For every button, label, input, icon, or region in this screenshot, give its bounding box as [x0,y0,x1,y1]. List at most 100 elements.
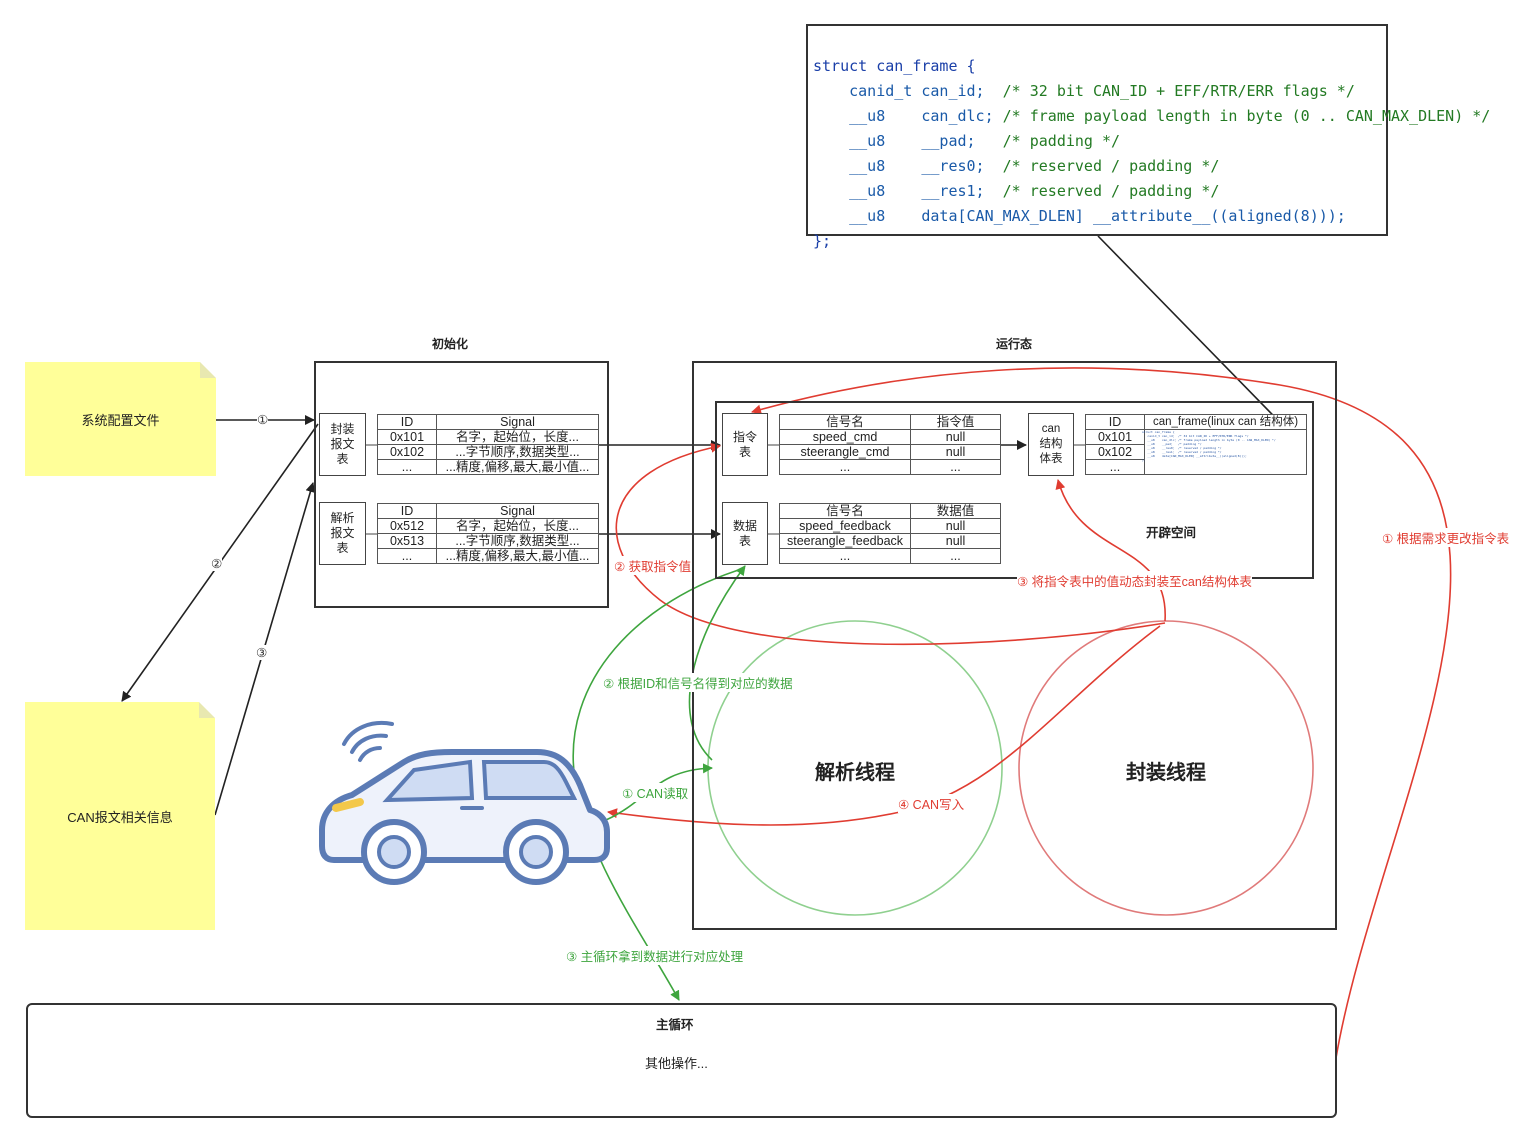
config-file-label: 系统配置文件 [81,412,160,428]
data-r2-name: ... [779,548,911,564]
green-step-1-label: ① CAN读取 [622,783,689,802]
connector [768,444,780,446]
cmd-r0-val: null [910,429,1001,445]
config-file-note[interactable]: 系统配置文件 [25,362,216,476]
red-arrow-main-to-cmd [751,367,1452,1059]
code-text: struct can_frame { canid_t can_id; /* 32… [813,29,1490,254]
red-step-4-label: ④ CAN写入 [898,794,965,813]
main-loop-body: 其他操作... [645,1056,708,1071]
parse-thread-label: 解析线程 [815,762,895,784]
cmd-h-val: 指令值 [910,414,1001,430]
red-step-2-label: ② 获取指令值 [614,556,692,575]
pack-h-id: ID [377,414,437,430]
note-fold [200,362,216,378]
data-table-label[interactable]: 数据表 [722,502,768,565]
pack-r0-sig: 名字，起始位，长度... [436,429,599,445]
can-info-note[interactable]: CAN报文相关信息 [25,702,215,930]
pack-h-signal: Signal [436,414,599,430]
code-comment-4: /* reserved / padding */ [1002,157,1220,175]
red-arrow-get-cmd [615,442,1166,646]
frame-h-id: ID [1085,414,1145,430]
pack-r1-sig: ...字节顺序,数据类型... [436,444,599,460]
pack-thread-label: 封装线程 [1126,762,1206,784]
code-line-4: __u8 __res0; [813,157,1003,175]
data-h-val: 数据值 [910,503,1001,519]
code-comment-5: /* reserved / padding */ [1002,182,1220,200]
car-icon [319,721,610,885]
code-line-5: __u8 __res1; [813,182,1003,200]
can-struct-label-text: can结构体表 [1039,423,1063,465]
cmd-r1-name: steerangle_cmd [779,444,911,460]
pack-table-label-text: 封装报文表 [330,422,355,466]
main-loop-box [26,1003,1337,1118]
pack-r0-id: 0x101 [377,429,437,445]
cmd-table-label-text: 指令表 [732,429,757,459]
parse-table-label[interactable]: 解析报文表 [319,502,366,565]
frame-code-thumbnail: struct can_frame { canid_t can_id; /* 32… [1142,430,1276,462]
pack-table-label[interactable]: 封装报文表 [319,413,366,476]
arrow-code-to-frame [1097,235,1306,449]
main-loop-title: 主循环 [656,1018,694,1032]
init-step-2-label: ② [211,556,223,571]
frame-h-struct: can_frame(linux can 结构体) [1144,414,1307,430]
cmd-r2-val: ... [910,459,1001,475]
code-line-6: __u8 data[CAN_MAX_DLEN] __attribute__((a… [813,207,1346,225]
data-r1-name: steerangle_feedback [779,533,911,549]
parse-r1-sig: ...字节顺序,数据类型... [436,533,599,549]
parse-h-signal: Signal [436,503,599,519]
data-r0-val: null [910,518,1001,534]
parse-r0-id: 0x512 [377,518,437,534]
cmd-table-label[interactable]: 指令表 [722,413,768,476]
connector [366,533,378,535]
code-comment-2: /* frame payload length in byte (0 .. CA… [1002,107,1491,125]
cmd-h-name: 信号名 [779,414,911,430]
code-line-2: __u8 can_dlc; [813,107,1003,125]
red-step-1-label: ① 根据需求更改指令表 [1382,528,1510,547]
code-line-7: }; [813,232,832,250]
init-step-3-label: ③ [256,645,268,660]
pack-r2-sig: ...精度,偏移,最大,最小值... [436,459,599,475]
data-r1-val: null [910,533,1001,549]
connector [768,533,780,535]
frame-r2-id: ... [1085,459,1145,475]
code-comment-1: /* 32 bit CAN_ID + EFF/RTR/ERR flags */ [1002,82,1355,100]
cmd-r1-val: null [910,444,1001,460]
pack-r2-id: ... [377,459,437,475]
can-info-label: CAN报文相关信息 [67,809,173,825]
connector [366,444,378,446]
init-title: 初始化 [431,337,468,351]
code-line-0: struct can_frame { [813,57,976,75]
data-r2-val: ... [910,548,1001,564]
pack-r1-id: 0x102 [377,444,437,460]
red-step-3-label: ③ 将指令表中的值动态封装至can结构体表 [1017,571,1252,590]
parse-h-id: ID [377,503,437,519]
green-step-2-label: ② 根据ID和信号名得到对应的数据 [603,673,793,692]
green-step-3-label: ③ 主循环拿到数据进行对应处理 [566,946,744,965]
note-fold [199,702,215,718]
parse-table-label-text: 解析报文表 [330,511,355,555]
data-table-label-text: 数据表 [732,518,757,548]
init-box [314,361,609,608]
red-arrow-pack-to-struct [1055,479,1166,622]
parse-r2-sig: ...精度,偏移,最大,最小值... [436,548,599,564]
data-h-name: 信号名 [779,503,911,519]
alloc-space-label: 开辟空间 [1146,526,1197,540]
parse-r2-id: ... [377,548,437,564]
code-comment-3: /* padding */ [1002,132,1121,150]
connector [1074,444,1086,446]
alloc-space-box [715,401,1314,579]
runtime-box [692,361,1337,930]
code-line-3: __u8 __pad; [813,132,1003,150]
can-frame-code-block: struct can_frame { canid_t can_id; /* 32… [806,24,1490,250]
cmd-r2-name: ... [779,459,911,475]
cmd-r0-name: speed_cmd [779,429,911,445]
init-step-1-label: ① [257,412,269,427]
parse-r0-sig: 名字，起始位，长度... [436,518,599,534]
data-r0-name: speed_feedback [779,518,911,534]
can-struct-table-label[interactable]: can结构体表 [1028,413,1074,476]
